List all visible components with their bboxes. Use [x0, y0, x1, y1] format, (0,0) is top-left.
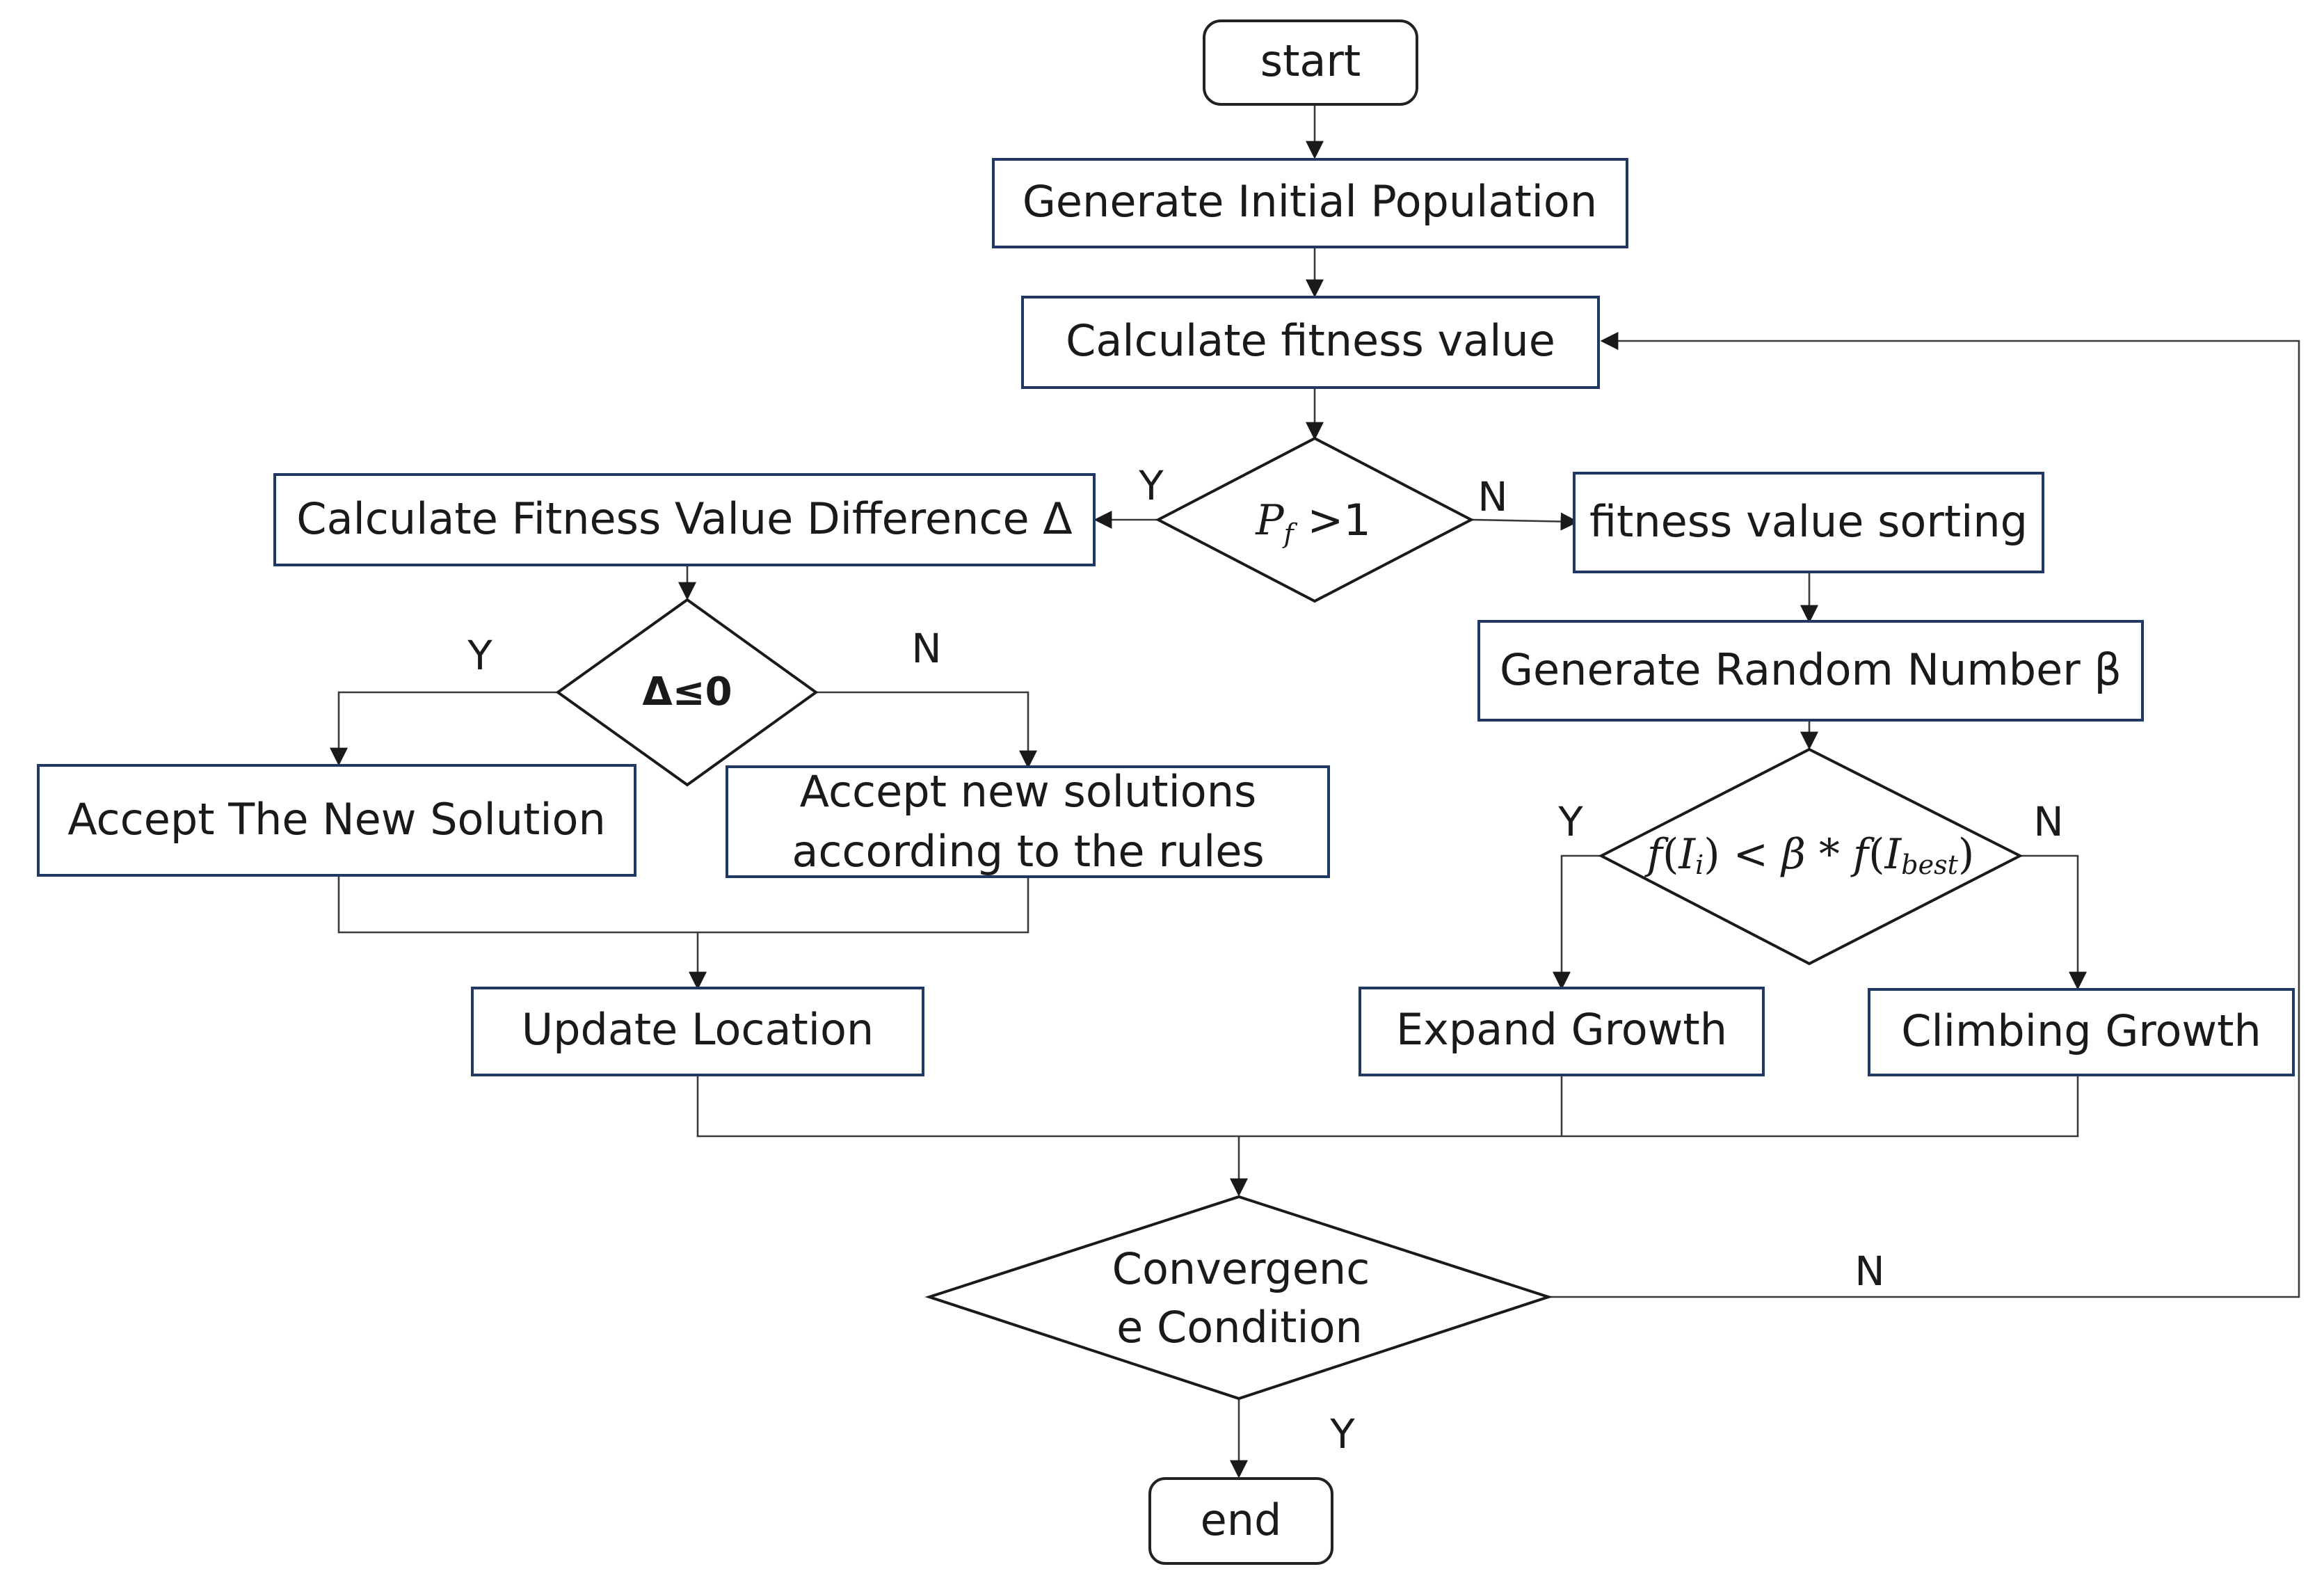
edge-f-yes — [1553, 854, 1601, 990]
climbing-growth-box: Climbing Growth — [1868, 988, 2295, 1076]
calculate-fitness-box: Calculate fitness value — [1021, 296, 1600, 389]
pf-yes-label: Y — [1138, 462, 1164, 509]
pf-condition-label: Pf >1 — [1255, 495, 1371, 548]
f-condition-diamond: f(Ii) < β * f(Ibest) — [1598, 747, 2024, 966]
generate-random-number-box: Generate Random Number β — [1477, 620, 2144, 722]
climbing-growth-label: Climbing Growth — [1901, 1005, 2261, 1056]
edge-conv-no — [1548, 332, 2300, 1298]
delta-condition-diamond: Δ≤0 — [555, 598, 819, 787]
end-label: end — [1201, 1495, 1282, 1545]
fitness-value-sorting-label: fitness value sorting — [1589, 496, 2028, 547]
edge-f-no — [2020, 854, 2087, 990]
generate-initial-population-label: Generate Initial Population — [1023, 176, 1597, 227]
fitness-value-sorting-box: fitness value sorting — [1573, 472, 2044, 573]
generate-random-number-label: Generate Random Number β — [1500, 644, 2122, 695]
start-label: start — [1260, 35, 1361, 86]
accept-by-rules-label-line1: Accept new solutions — [800, 766, 1257, 817]
accept-new-solution-box: Accept The New Solution — [37, 764, 636, 877]
expand-growth-label: Expand Growth — [1396, 1004, 1727, 1055]
delta-condition-label: Δ≤0 — [642, 669, 732, 715]
pf-no-label: N — [1477, 473, 1507, 520]
conv-no-label: N — [1854, 1248, 1884, 1295]
end-node: end — [1148, 1477, 1333, 1565]
calculate-fitness-difference-box: Calculate Fitness Value Difference Δ — [273, 473, 1096, 566]
edge-accept-merge — [337, 875, 1029, 934]
calculate-fitness-label: Calculate fitness value — [1066, 315, 1555, 366]
f-yes-label: Y — [1557, 798, 1583, 845]
conv-yes-label: Y — [1329, 1410, 1355, 1458]
convergence-label-line1: Convergenc — [1112, 1243, 1370, 1294]
delta-yes-label: Y — [467, 632, 492, 679]
edge-pf-no — [1472, 512, 1579, 531]
edge-delta-no — [816, 691, 1037, 769]
convergence-condition-diamond: Convergenc e Condition — [924, 1195, 1553, 1401]
connectors — [330, 104, 2300, 1479]
start-node: start — [1203, 19, 1418, 106]
calculate-fitness-difference-label: Calculate Fitness Value Difference Δ — [296, 493, 1072, 544]
expand-growth-box: Expand Growth — [1359, 987, 1765, 1076]
edge-delta-yes — [330, 691, 558, 766]
delta-no-label: N — [911, 625, 941, 672]
accept-by-rules-box: Accept new solutions according to the ru… — [726, 765, 1330, 878]
pf-condition-diamond: Pf >1 — [1155, 436, 1475, 603]
f-no-label: N — [2033, 798, 2063, 845]
update-location-box: Update Location — [471, 987, 924, 1076]
generate-initial-population-box: Generate Initial Population — [992, 158, 1628, 248]
convergence-label-line2: e Condition — [1116, 1302, 1363, 1353]
accept-new-solution-label: Accept The New Solution — [67, 794, 606, 845]
update-location-label: Update Location — [522, 1004, 874, 1055]
f-condition-label: f(Ii) < β * f(Ibest) — [1644, 830, 1975, 880]
edge-bottom-merge — [696, 1075, 2079, 1138]
accept-by-rules-label-line2: according to the rules — [792, 826, 1264, 877]
